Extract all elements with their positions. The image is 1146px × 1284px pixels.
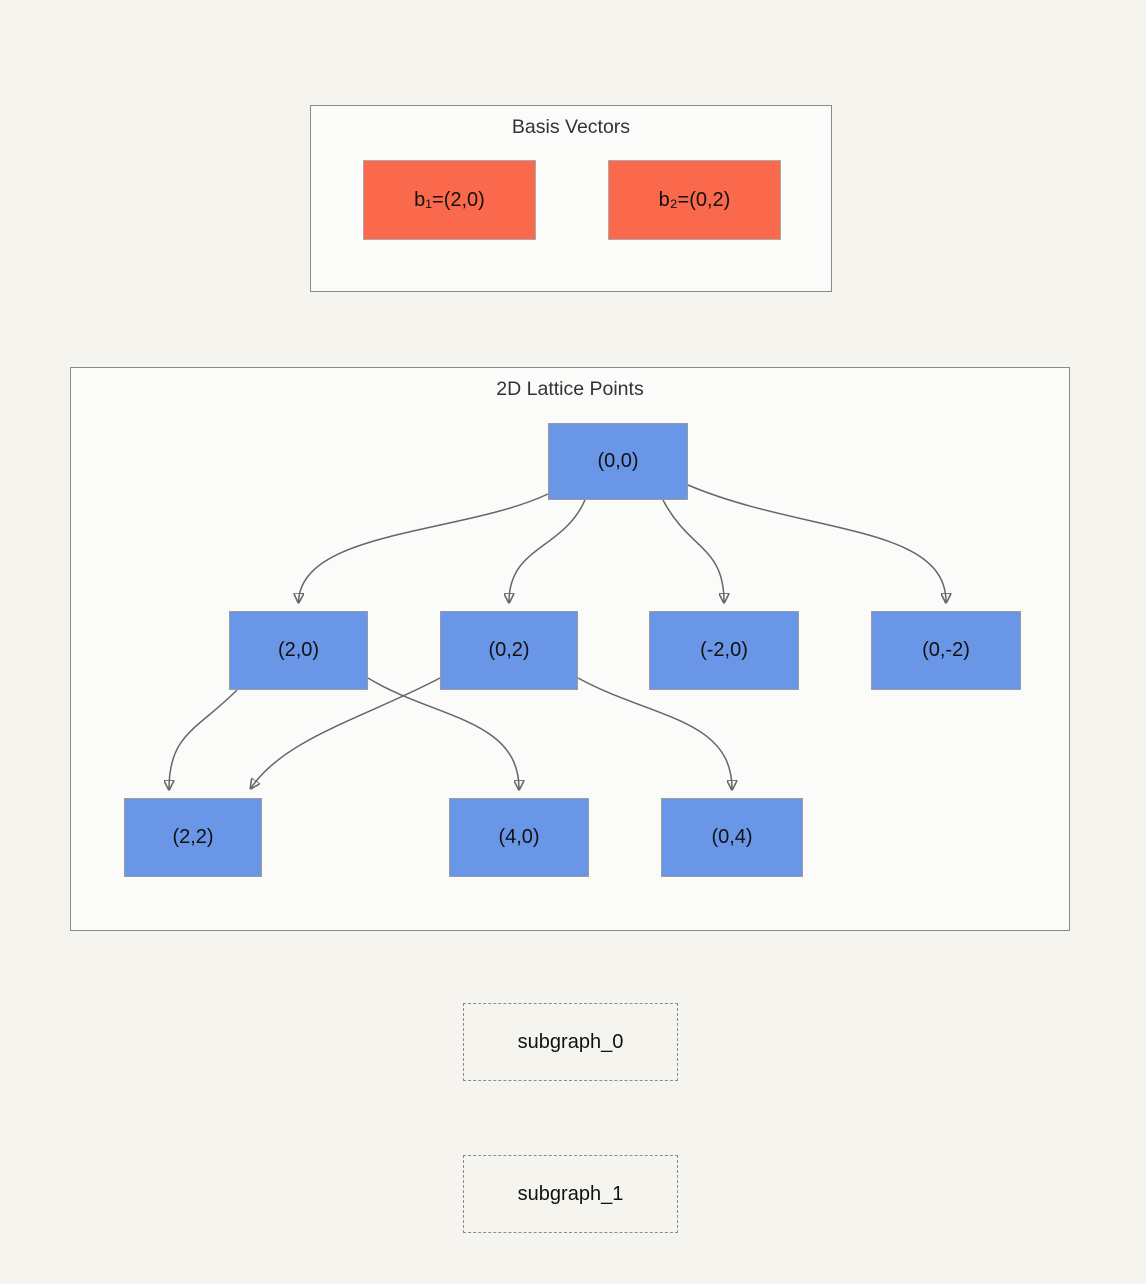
subgraph-0-box: subgraph_0 bbox=[463, 1003, 678, 1081]
cluster-lattice-points: 2D Lattice Points (0,0) (2,0) (0,2) (-2,… bbox=[70, 367, 1070, 931]
node-lattice-0-4: (0,4) bbox=[661, 798, 803, 877]
edge-origin-to-0-2 bbox=[509, 499, 586, 602]
node-lattice-0-m2: (0,-2) bbox=[871, 611, 1021, 690]
node-basis-b2: b₂=(0,2) bbox=[608, 160, 781, 240]
node-basis-b1: b₁=(2,0) bbox=[363, 160, 536, 240]
node-lattice-2-0: (2,0) bbox=[229, 611, 368, 690]
edge-origin-to-2-0 bbox=[299, 493, 549, 602]
subgraph-1-box: subgraph_1 bbox=[463, 1155, 678, 1233]
node-lattice-m2-0: (-2,0) bbox=[649, 611, 799, 690]
node-lattice-2-2: (2,2) bbox=[124, 798, 262, 877]
edge-origin-to-m2-0 bbox=[662, 499, 724, 602]
edge-0-2-to-2-2 bbox=[251, 677, 441, 788]
node-lattice-0-2: (0,2) bbox=[440, 611, 578, 690]
edge-origin-to-0-m2 bbox=[687, 484, 946, 602]
edge-0-2-to-0-4 bbox=[577, 677, 732, 789]
node-lattice-4-0: (4,0) bbox=[449, 798, 589, 877]
lattice-points-title: 2D Lattice Points bbox=[496, 378, 644, 400]
edge-2-0-to-4-0 bbox=[367, 677, 519, 789]
node-lattice-0-0: (0,0) bbox=[548, 423, 688, 500]
edge-2-0-to-2-2 bbox=[169, 689, 238, 789]
cluster-basis-vectors: Basis Vectors b₁=(2,0) b₂=(0,2) bbox=[310, 105, 832, 292]
basis-vectors-title: Basis Vectors bbox=[511, 116, 631, 138]
